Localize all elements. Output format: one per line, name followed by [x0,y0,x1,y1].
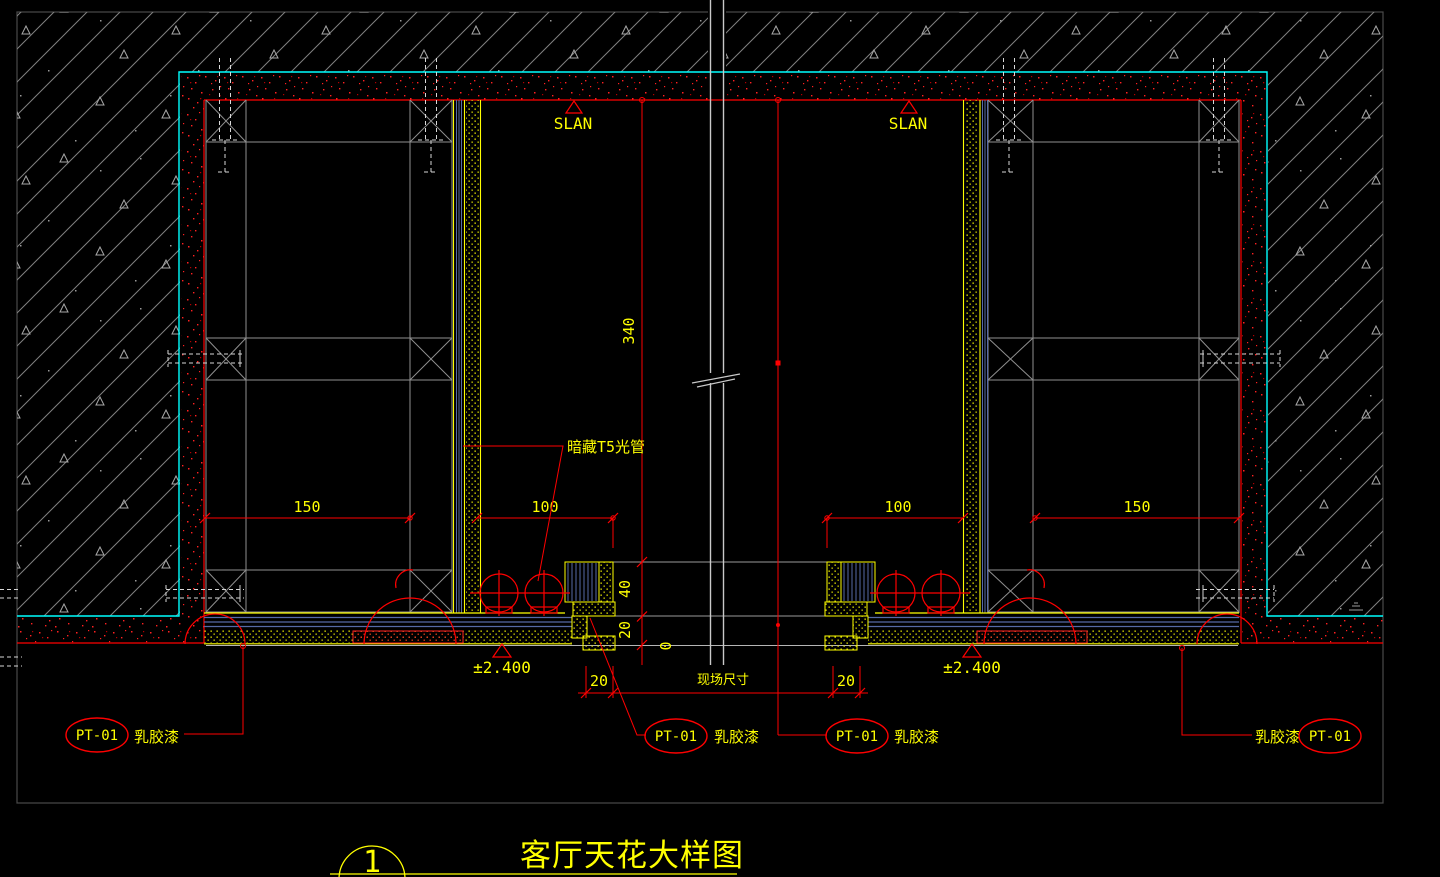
slab-marker-right-label: SLAN [889,114,928,133]
bolt-bottom-left [165,585,244,602]
concrete-stipple-bands [17,74,1383,643]
bolt-mid-right [1200,350,1281,367]
detail-number: 1 [363,845,381,877]
finish-tag-2-code: PT-01 [655,729,697,745]
bolt-edge-left-a [0,589,20,599]
t5-light-fixtures-left [470,570,570,616]
finish-tag-1: PT-01 乳胶漆 [65,717,179,753]
bolt-top-1 [212,58,238,173]
finish-tag-1-code: PT-01 [76,728,118,744]
finish-tag-3-name: 乳胶漆 [894,728,939,746]
dim-text-bottom-left-20: 20 [590,672,608,690]
cove-step-left [564,561,616,651]
dimension-row-bottom: 20 现场尺寸 20 [578,666,868,699]
finish-tag-1-name: 乳胶漆 [134,728,179,746]
slab-marker-right: SLAN [889,99,928,133]
level-marker-left: ±2.400 [473,642,531,677]
ceiling-framing [205,100,1240,613]
slab-marker-left-label: SLAN [554,114,593,133]
finish-tag-4-code: PT-01 [1309,729,1351,745]
wall-hatch-right [1268,12,1383,616]
slab-marker-left: SLAN [554,99,593,133]
t5-light-fixtures-right [870,570,970,616]
title-block: 1 客厅天花大样图 [330,838,744,877]
dim-text-left-100: 100 [531,498,558,516]
dim-text-20-drop: 20 [616,621,634,639]
partition-left [452,100,482,613]
dim-text-bottom-right-20: 20 [837,672,855,690]
dim-text-left-150: 150 [293,498,320,516]
dimension-row-top: 150 100 100 150 [199,498,1245,548]
bolt-top-3 [996,58,1022,173]
finish-leaders [184,97,1252,736]
bolt-top-2 [418,58,444,173]
dim-text-right-150: 150 [1123,498,1150,516]
pipe-slab-gap [708,0,726,100]
hidden-light-label: 暗藏T5光管 [567,438,645,456]
hanger-bolts [0,58,1281,667]
dim-text-0: 0 [657,641,675,650]
level-marker-right-label: ±2.400 [943,658,1001,677]
bolt-mid-left [167,350,244,367]
cove-arcs [184,569,1258,645]
finish-tag-4: 乳胶漆 PT-01 [1255,718,1362,754]
finish-tag-4-name: 乳胶漆 [1255,728,1300,746]
drawing-title: 客厅天花大样图 [520,838,744,874]
finish-tag-3: PT-01 乳胶漆 [825,718,939,754]
bolt-edge-left-b [0,656,22,667]
pipe-break-symbol [691,373,741,388]
finish-tag-2-name: 乳胶漆 [714,728,759,746]
dim-text-site: 现场尺寸 [697,673,749,688]
center-drop-lines [566,561,874,617]
blocking-x-boxes [205,99,1240,613]
level-marker-left-label: ±2.400 [473,658,531,677]
bolt-top-4 [1206,58,1232,173]
dimension-340: 340 40 20 0 [616,97,675,665]
hidden-light-annotation: 暗藏T5光管 [463,438,645,582]
cove-step-right [824,561,876,651]
ceiling-plate-left [352,630,464,644]
dim-text-40: 40 [616,580,634,598]
bolt-bottom-right [1196,585,1275,602]
pipe [691,0,741,665]
finish-tag-3-code: PT-01 [836,729,878,745]
concrete-boundary-lines [17,99,1383,644]
level-marker-right: ±2.400 [943,642,1001,677]
partition-right [962,100,988,613]
wall-brackets [239,350,1204,602]
ceiling-plate-right [976,630,1088,644]
finish-tag-2: PT-01 乳胶漆 [644,718,759,754]
debris-mark [1349,602,1363,611]
slab-boundary-cyan [17,71,1383,617]
wall-hatch-left [17,12,180,616]
dim-text-right-100: 100 [884,498,911,516]
dim-text-340: 340 [620,317,638,344]
detail-number-bubble [338,845,406,877]
